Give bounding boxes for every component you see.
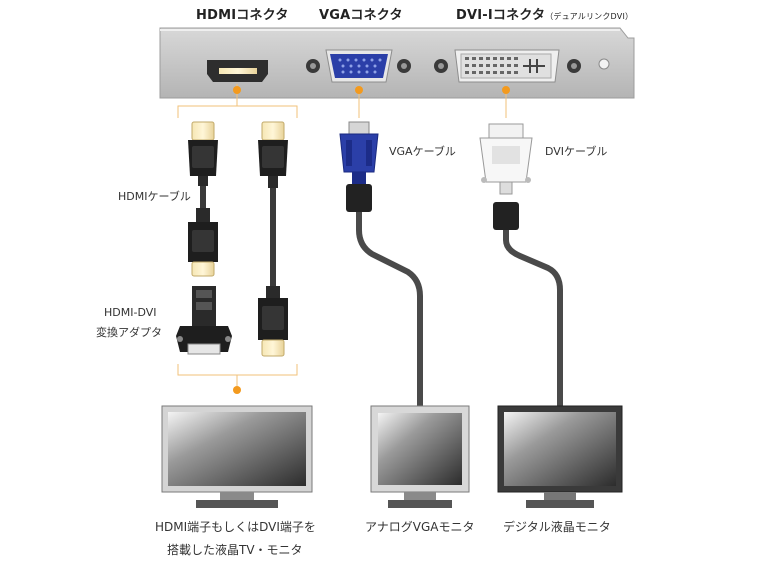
vga-cable (339, 121, 423, 410)
hdmi-bottom-bracket (177, 364, 298, 388)
vga-cable-label: VGAケーブル (389, 145, 456, 158)
dvi-port (434, 49, 581, 83)
vga-port (306, 49, 411, 83)
analog-monitor-label: アナログVGAモニタ (365, 520, 475, 534)
hdmi-dvi-adapter (176, 286, 232, 355)
digital-monitor-label: デジタル液晶モニタ (503, 520, 611, 534)
tv-label-line1: HDMI端子もしくはDVI端子を (155, 520, 316, 534)
adapter-label-line2: 変換アダプタ (96, 326, 162, 339)
dvi-port-dot (502, 86, 510, 94)
hdmi-connector-label: HDMIコネクタ (196, 8, 289, 23)
vga-connector-label: VGAコネクタ (319, 8, 403, 23)
lcd-tv (161, 405, 313, 508)
tv-input-dot (233, 386, 241, 394)
hdmi-port (207, 60, 268, 82)
hdmi-cable-label: HDMIケーブル (118, 190, 191, 203)
dvi-connector-note: （デュアルリンクDVI） (545, 12, 634, 21)
dvi-connector-name: DVI-Iコネクタ (456, 8, 546, 23)
adapter-label-line1: HDMI-DVI (104, 306, 157, 319)
hdmi-port-dot (233, 86, 241, 94)
dvi-connector-label: DVI-Iコネクタ（デュアルリンクDVI） (456, 4, 633, 23)
dvi-cable-label: DVIケーブル (545, 145, 608, 158)
dvi-cable (479, 123, 563, 410)
hdmi-cable-right (258, 121, 288, 357)
digital-lcd-monitor (497, 405, 623, 508)
analog-vga-monitor (370, 405, 470, 508)
vga-port-dot (355, 86, 363, 94)
hdmi-cable-left (188, 121, 218, 277)
tv-label-line2: 搭載した液晶TV・モニタ (167, 543, 303, 557)
